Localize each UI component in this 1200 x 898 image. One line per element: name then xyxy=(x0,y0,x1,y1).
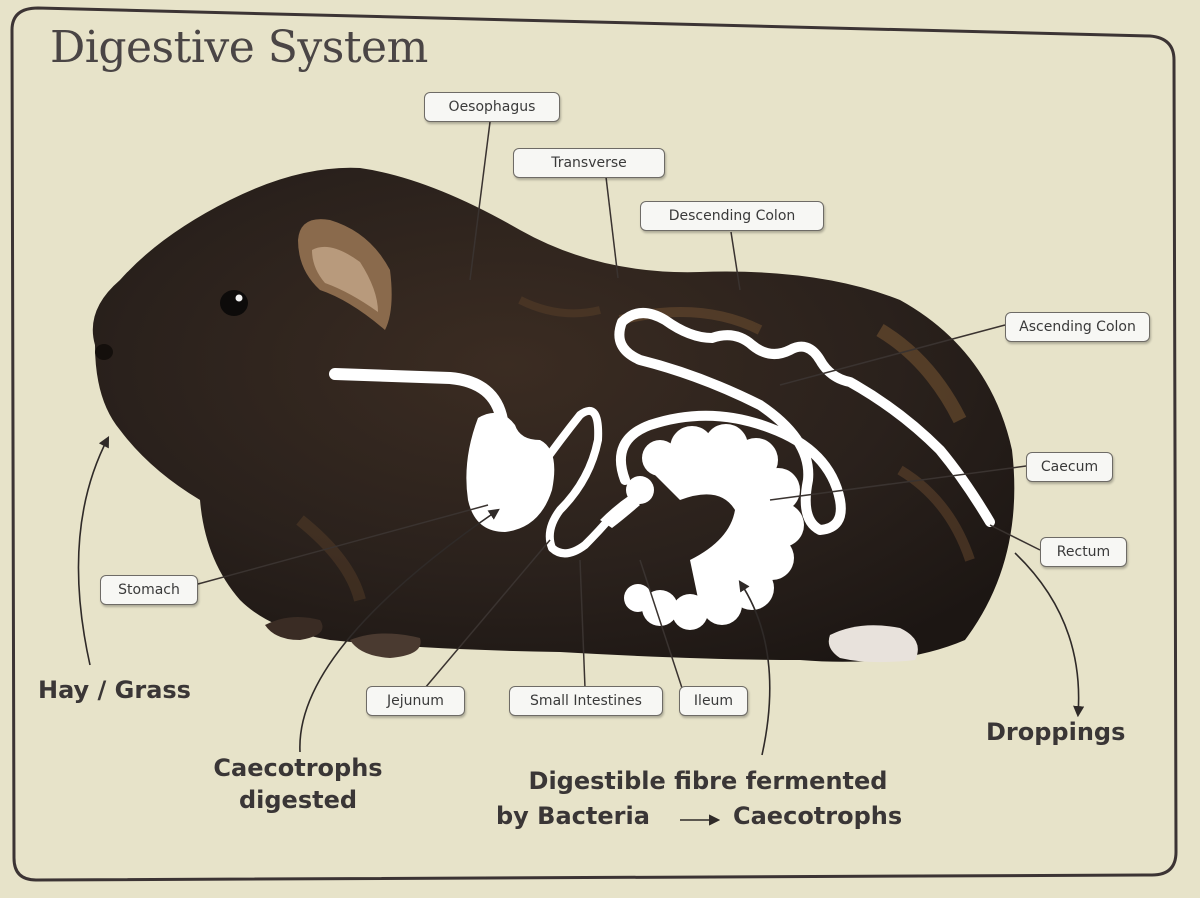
page-title: Digestive System xyxy=(50,22,428,73)
flow-arrows xyxy=(77,436,1085,826)
guinea-pig-illustration xyxy=(92,167,1015,663)
label-caecum: Caecum xyxy=(1026,452,1113,482)
leader-lines xyxy=(197,121,1041,689)
label-hay-grass: Hay / Grass xyxy=(38,676,191,704)
label-small-intestines: Small Intestines xyxy=(509,686,663,716)
colon-tract xyxy=(614,308,995,535)
label-jejunum: Jejunum xyxy=(366,686,465,716)
label-caecotrophs-digested-line2: digested xyxy=(238,786,358,814)
digestive-tract xyxy=(329,308,995,558)
digestive-organs xyxy=(466,412,804,630)
label-fermented-line1: Digestible fibre fermented xyxy=(528,767,888,795)
label-droppings: Droppings xyxy=(986,718,1126,746)
label-transverse: Transverse xyxy=(513,148,665,178)
label-ileum: Ileum xyxy=(679,686,748,716)
label-by-bacteria: by Bacteria xyxy=(496,802,650,830)
oesophagus-tract xyxy=(329,368,508,426)
label-rectum: Rectum xyxy=(1040,537,1127,567)
label-stomach: Stomach xyxy=(100,575,198,605)
label-caecotrophs: Caecotrophs xyxy=(733,802,903,830)
label-ascending-colon: Ascending Colon xyxy=(1005,312,1150,342)
stomach-organ xyxy=(466,412,555,532)
jejunum-tract xyxy=(536,406,614,558)
frame-border xyxy=(10,6,1178,882)
label-oesophagus: Oesophagus xyxy=(424,92,560,122)
label-descending-colon: Descending Colon xyxy=(640,201,824,231)
label-caecotrophs-digested-line1: Caecotrophs xyxy=(213,754,383,782)
